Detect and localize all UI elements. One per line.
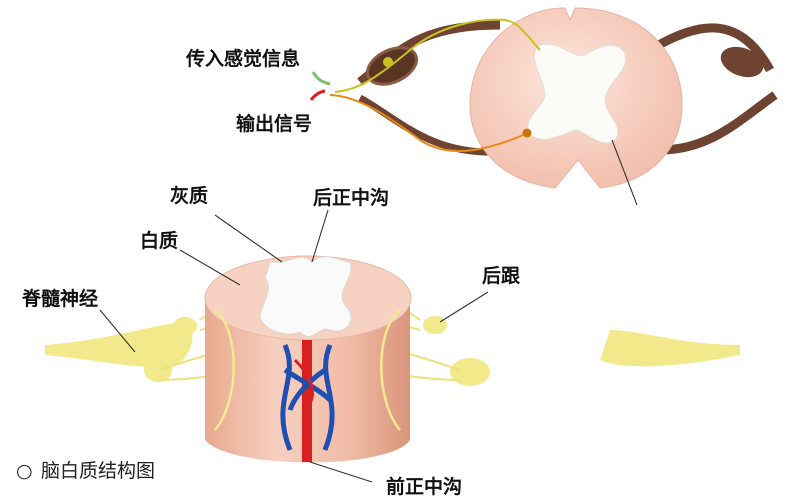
spinal-nerve-label: 脊髓神经 <box>21 287 98 310</box>
afferent-label: 传入感觉信息 <box>185 47 300 70</box>
posterior-median-sulcus-label: 后正中沟 <box>313 186 389 209</box>
caption-bullet: ○ <box>16 460 33 482</box>
motor-neuron <box>522 128 532 138</box>
right-spinal-nerve <box>600 330 740 367</box>
caption: 脑白质结构图 <box>41 460 155 482</box>
right-ventral-nerve <box>659 91 778 155</box>
veins <box>280 344 335 451</box>
efferent-label: 输出信号 <box>236 112 312 135</box>
motor-fiber <box>329 94 531 152</box>
gray-matter <box>527 43 627 144</box>
dorsal-root-label: 后跟 <box>482 265 520 287</box>
dorsal-root-ganglion <box>365 46 419 86</box>
left-spinal-nerve <box>45 322 193 368</box>
afferent-arrow <box>311 71 331 86</box>
right-dorsal-nerve <box>647 23 774 73</box>
cross-section <box>309 7 778 206</box>
white-matter-label: 白质 <box>140 229 178 252</box>
right-ganglion <box>720 46 764 78</box>
spinal-segment <box>45 209 740 483</box>
gray-matter-3d <box>259 256 352 337</box>
efferent-arrow <box>309 89 326 101</box>
anterior-spinal-artery <box>302 340 312 462</box>
left-ventral-nerve <box>358 94 501 156</box>
anterior-median-fissure-label: 前正中沟 <box>386 475 462 498</box>
sensory-fiber <box>334 18 541 93</box>
gray-matter-label: 灰质 <box>170 184 208 207</box>
